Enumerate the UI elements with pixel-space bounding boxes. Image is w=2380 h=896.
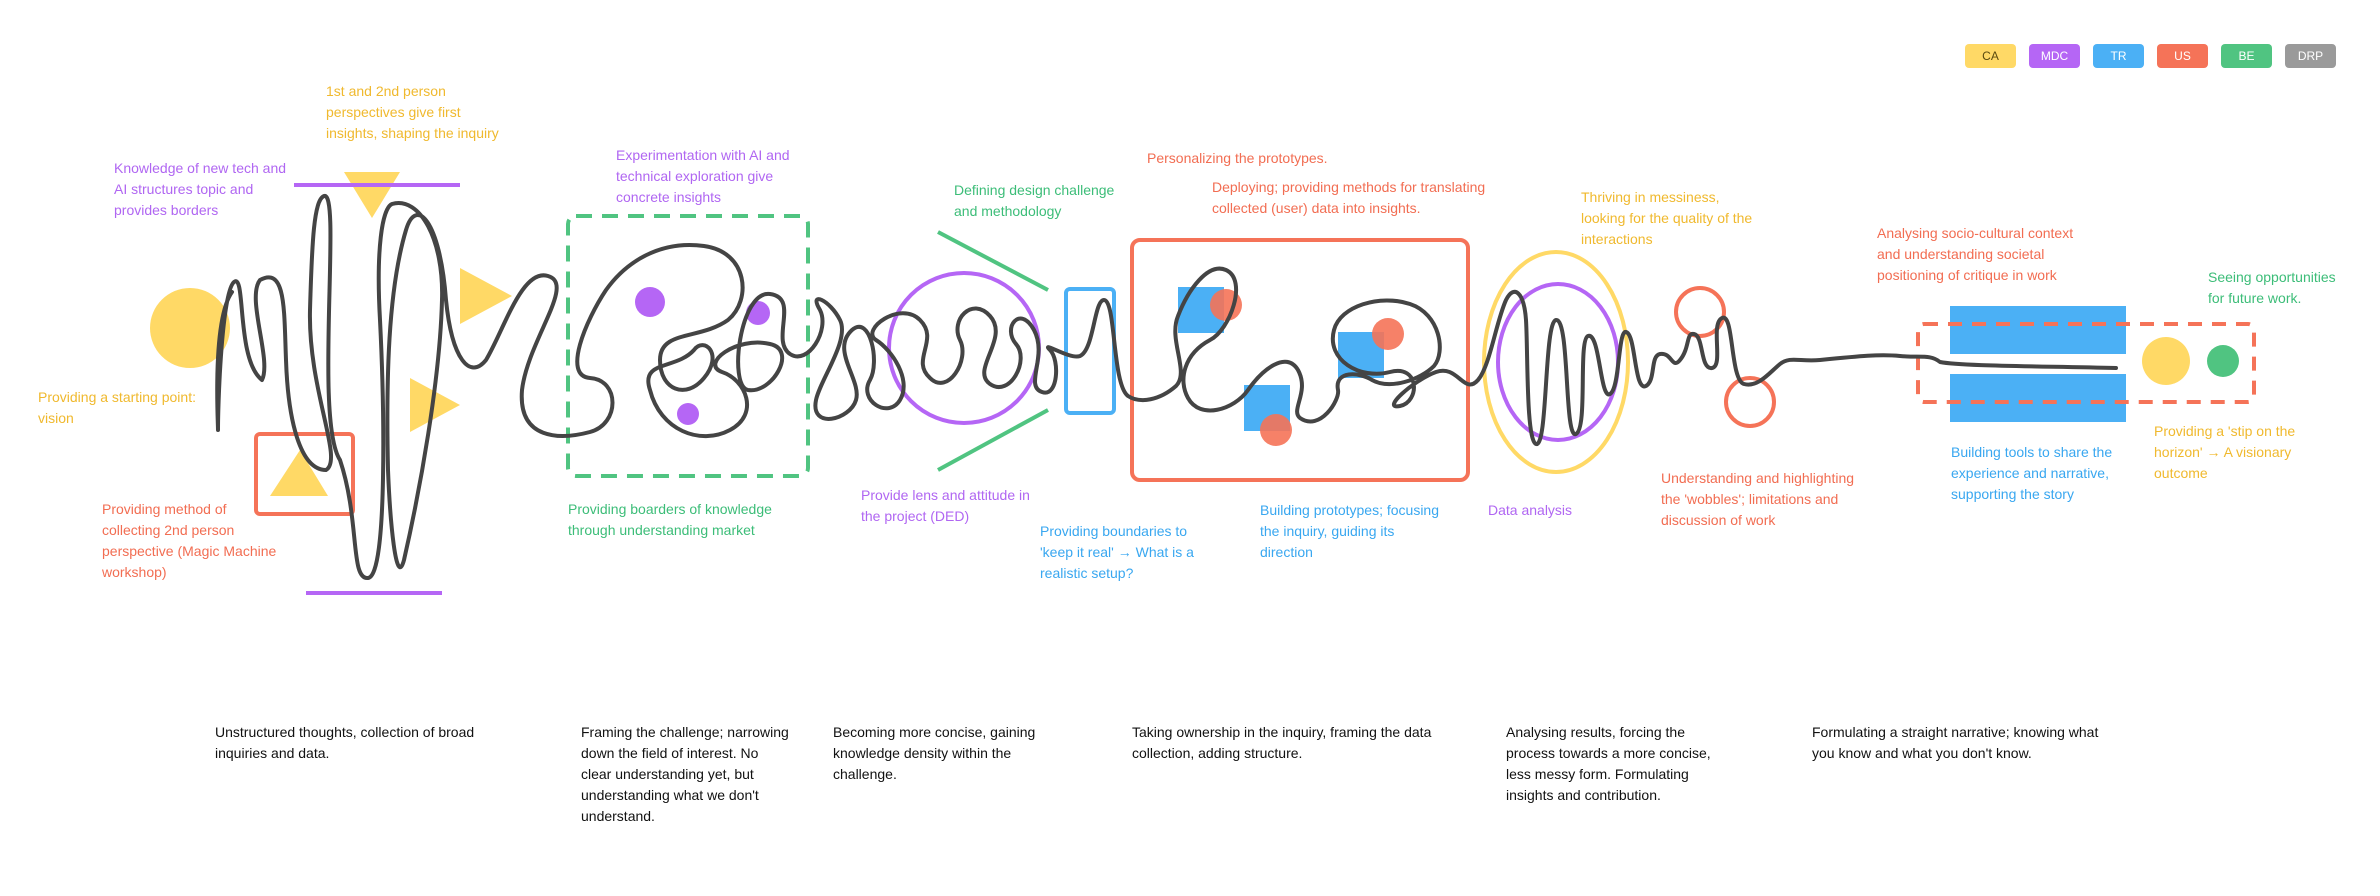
triangle-down-shape [344,172,400,218]
label-starting-point: Providing a starting point: vision [38,389,196,426]
label-data-analysis: Data analysis [1488,502,1573,518]
phase-description-5: Analysing results, forcing the process t… [1506,724,1711,803]
prototypes-box [1130,238,1470,482]
triangle-right-shape-2 [410,378,460,432]
green-dot [2207,345,2239,377]
wobble-circle [1674,286,1726,338]
legend: CA MDC TR US BE DRP [1965,44,2336,68]
label-experimentation-ai: Experimentation with AI and technical ex… [616,147,790,205]
purple-dot-3 [677,403,699,425]
label-wobbles: Understanding and highlighting the 'wobb… [1661,470,1855,528]
red-dot-3 [1260,414,1292,446]
label-boarders-knowledge: Providing boarders of knowledge through … [568,501,772,538]
market-dashed-box [566,214,810,478]
phase-description-4: Taking ownership in the inquiry, framing… [1132,724,1432,761]
label-seeing-opportunities: Seeing opportunities for future work. [2208,269,2336,306]
label-building-tools: Building tools to share the experience a… [1951,444,2113,502]
tool-bar [1950,306,2126,354]
label-socio-cultural: Analysing socio-cultural context and und… [1877,225,2074,283]
legend-chip-drp[interactable]: DRP [2285,44,2336,68]
label-defining-challenge: Defining design challenge and methodolog… [954,182,1115,219]
phase-description-1: Unstructured thoughts, collection of bro… [215,724,475,761]
label-personalizing: Personalizing the prototypes. [1147,150,1328,166]
label-boundaries-real: Providing boundaries to 'keep it real' →… [1040,523,1194,581]
squiggle-line [215,193,2118,580]
phase-description-3: Becoming more concise, gaining knowledge… [833,724,1036,782]
phase-description-2: Framing the challenge; narrowing down th… [581,724,789,824]
red-dot-2 [1372,318,1404,350]
tool-bar-2 [1950,374,2126,422]
purple-dot [635,287,665,317]
magic-machine-box [254,432,355,516]
legend-chip-us[interactable]: US [2157,44,2208,68]
legend-chip-tr[interactable]: TR [2093,44,2144,68]
wobble-circle-2 [1724,376,1776,428]
socio-cultural-dashed-box [1916,322,2256,404]
label-deploying: Deploying; providing methods for transla… [1212,179,1486,216]
triangle-right-shape [460,268,512,324]
label-method-collecting: Providing method of collecting 2nd perso… [102,501,277,580]
vision-circle [150,288,230,368]
thriving-ellipse [1482,250,1630,474]
legend-chip-ca[interactable]: CA [1965,44,2016,68]
legend-chip-be[interactable]: BE [2221,44,2272,68]
lens-bottom-line [937,408,1049,472]
label-knowledge-new-tech: Knowledge of new tech and AI structures … [114,160,287,218]
label-first-second-person: 1st and 2nd person perspectives give fir… [326,83,499,141]
label-stip-horizon: Providing a 'stip on the horizon' → A vi… [2154,423,2296,481]
phase-description-6: Formulating a straight narrative; knowin… [1812,724,2099,761]
legend-chip-mdc[interactable]: MDC [2029,44,2080,68]
lens-top-line [937,230,1049,292]
horizon-circle [2142,337,2190,385]
label-building-prototypes: Building prototypes; focusing the inquir… [1260,502,1439,560]
label-lens-attitude: Provide lens and attitude in the project… [861,487,1030,524]
triangle-up-shape [270,450,328,496]
label-thriving-messiness: Thriving in messiness, looking for the q… [1581,189,1753,247]
realistic-setup-box [1064,287,1116,415]
